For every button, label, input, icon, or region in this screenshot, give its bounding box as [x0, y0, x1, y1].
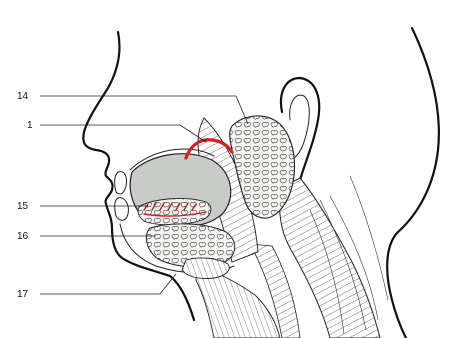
label-17: 17 [17, 289, 29, 300]
labels: 14 1 15 16 17 [17, 91, 33, 300]
leader-1 [40, 125, 206, 142]
hyoid-region [182, 258, 229, 279]
label-1: 1 [27, 120, 33, 131]
upper-incisor [115, 172, 127, 194]
lower-incisor [115, 198, 129, 221]
leader-17 [40, 274, 176, 294]
sublingual-gland [138, 199, 211, 225]
leader-14 [40, 96, 248, 124]
label-15: 15 [17, 201, 29, 212]
label-16: 16 [17, 231, 29, 242]
label-14: 14 [17, 91, 29, 102]
head-back-outline [387, 28, 439, 338]
